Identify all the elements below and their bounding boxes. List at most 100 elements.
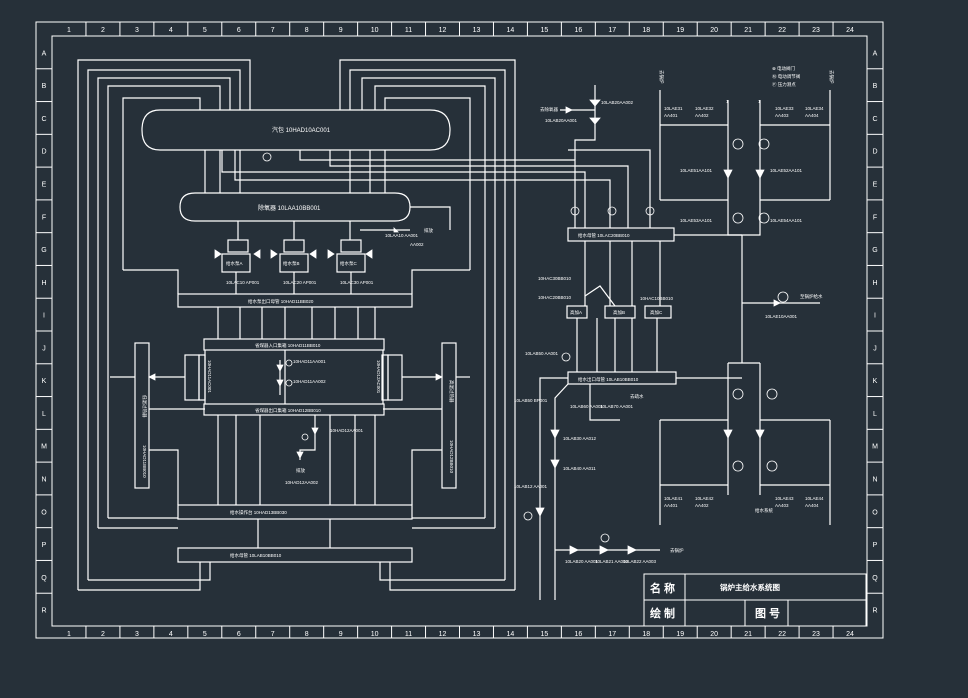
label-hx-right: 10HAD12AC001 [376, 360, 381, 394]
label-top-tag: 10LAB20AA002 [601, 100, 634, 105]
pipe-loop-1 [77, 59, 251, 590]
grid-col-top-3: 3 [135, 27, 139, 34]
valve-l-right [755, 429, 765, 439]
grid-col-top-1: 1 [67, 27, 71, 34]
legend-0: ⊗ 电动阀门 [772, 65, 796, 72]
grid-row-left-M: M [41, 444, 47, 451]
valve-u-left [723, 169, 733, 179]
pipe-loop-4 [107, 85, 221, 518]
label-vt-sub-0: AA401 [664, 113, 678, 118]
pipe-left-outlet-2 [554, 383, 569, 600]
pipe-loop-8 [361, 77, 496, 528]
label-bar-b: 高加B [613, 309, 625, 316]
instrument-r3 [645, 206, 655, 216]
grid-col-top-8: 8 [305, 27, 309, 34]
header-feed-station [177, 504, 413, 520]
header-pump-outlet [177, 293, 413, 308]
label-valve-tag-3: 10HAD12AA002 [285, 480, 319, 485]
left-valves [148, 152, 443, 459]
valve-pump-c2 [365, 249, 373, 259]
grid-col-bottom-11: 11 [405, 631, 412, 638]
valve-pump-b2 [309, 249, 317, 259]
label-vb-3: 10LAE44 [805, 496, 824, 501]
grid-row-right-C: C [872, 116, 877, 123]
deaerator-vessel [179, 192, 411, 222]
label-pump-a-name: 给水泵A [226, 260, 243, 267]
grid-col-bottom-18: 18 [642, 631, 650, 638]
pipe-bottom-left-2 [88, 562, 211, 581]
grid-row-left-G: G [41, 247, 46, 254]
grid-col-top-11: 11 [405, 27, 412, 34]
label-drum: 汽包 10HAD10AC001 [272, 126, 331, 134]
label-header-4: 给水操作台 10HAD13BB030 [230, 509, 287, 516]
label-vt-0: 10LAE31 [664, 106, 683, 111]
label-vb-sub-3: AA404 [805, 503, 819, 508]
pipe-loop-2 [87, 69, 241, 580]
motor-valve-side [777, 291, 789, 303]
grid-row-right-D: D [872, 149, 877, 156]
grid-col-bottom-9: 9 [339, 631, 343, 638]
grid-col-bottom-17: 17 [608, 631, 616, 638]
label-top-label: 去除氧器 [540, 106, 558, 113]
label-header-3: 省煤器出口集箱 10HAD12BB010 [255, 407, 321, 414]
label-header-5: 给水母管 10LAB10BB010 [230, 552, 282, 559]
label-bottom-label: 去锅炉 [670, 547, 684, 554]
grid-col-top-13: 13 [473, 27, 481, 34]
pipe-branch [589, 384, 620, 421]
grid-row-left-D: D [41, 149, 46, 156]
label-vg-3: 10LAE54AA101 [770, 218, 803, 223]
hx-right-flange [381, 354, 389, 401]
valve-outlet-1 [535, 507, 545, 517]
motor-valve-u2 [758, 138, 770, 150]
pipe-to-right-1 [221, 150, 586, 228]
valve-top-2 [589, 117, 601, 125]
valve-drain-2 [296, 451, 304, 459]
label-vert-tag: 10LAB12 AA001 [514, 484, 548, 489]
grid-col-bottom-6: 6 [237, 631, 241, 638]
label-branch-label: 去疏水 [630, 393, 644, 400]
pipe-to-right-2 [234, 150, 611, 228]
label-header-2: 省煤器入口集箱 10HAD11BB010 [255, 342, 321, 349]
label-pump-c-name: 给水泵C [340, 260, 357, 267]
motor-valve-l2 [766, 388, 778, 400]
steam-drum [141, 109, 451, 151]
grid-row-left-E: E [42, 182, 47, 189]
instrument-r1 [570, 206, 580, 216]
side-bar-left [134, 342, 150, 489]
label-vb-0: 10LAE41 [664, 496, 683, 501]
label-vt-sub-3: AA404 [805, 113, 819, 118]
grid-col-top-19: 19 [676, 27, 684, 34]
label-header-1: 给水泵出口母管 10HAD11BB020 [248, 298, 314, 305]
label-vb-2: 10LAE43 [775, 496, 794, 501]
label-left-tag-1: 10LAB50 BP001 [514, 398, 548, 403]
grid-row-right-E: E [873, 182, 878, 189]
label-mid-1: 10HAC30BB010 [538, 276, 572, 281]
pipe-bottom-left-1 [78, 562, 201, 591]
grid-col-bottom-19: 19 [676, 631, 684, 638]
label-mid-2: 10HAC20BB010 [538, 295, 572, 300]
motor-valve-l1 [732, 388, 744, 400]
pipe-to-right-3 [299, 150, 576, 228]
arrow-left-1 [148, 373, 156, 381]
pipe-to-right-4 [329, 150, 629, 228]
pipe-bottom-left-5 [123, 269, 179, 294]
grid-col-bottom-8: 8 [305, 631, 309, 638]
label-vt-1: 10LAE32 [695, 106, 714, 111]
grid-col-top-9: 9 [339, 27, 343, 34]
label-vb-sub-0: AA401 [664, 503, 678, 508]
valve-top-1 [589, 99, 601, 107]
valve-mid-1 [276, 364, 284, 372]
grid-col-top-20: 20 [710, 27, 718, 34]
pipe-bottom-right-2 [379, 562, 505, 581]
instrument-drain [301, 433, 309, 441]
grid-row-right-A: A [873, 50, 878, 57]
instrument-drum [262, 152, 272, 162]
label-bar-a: 高加A [570, 309, 582, 316]
header-economizer-inlet [203, 338, 385, 351]
pipe-deaerator-out [410, 206, 451, 230]
label-hx-left: 10HAD11AC001 [207, 360, 212, 393]
grid-col-bottom-3: 3 [135, 631, 139, 638]
